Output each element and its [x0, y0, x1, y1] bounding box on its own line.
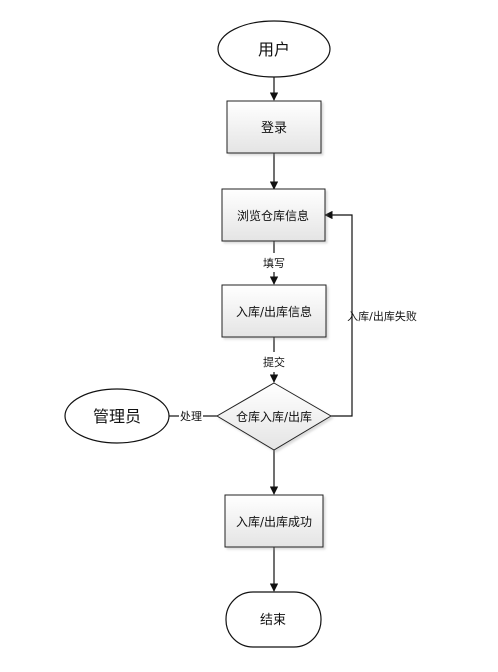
- node-inout-info: 入库/出库信息: [221, 284, 327, 338]
- edge-labels: 填写 提交 处理 入库/出库失败: [180, 256, 417, 423]
- edge-label-fill: 填写: [263, 256, 285, 270]
- inout-info-label: 入库/出库信息: [236, 304, 312, 319]
- end-terminal: [225, 591, 322, 648]
- decision-diamond: [216, 382, 332, 451]
- browse-label: 浏览仓库信息: [237, 208, 309, 223]
- login-label: 登录: [261, 121, 287, 136]
- node-user: 用户: [217, 20, 331, 78]
- success-box: [224, 494, 324, 548]
- success-label: 入库/出库成功: [236, 514, 312, 529]
- node-login: 登录: [226, 100, 322, 154]
- connectors: [169, 77, 353, 592]
- admin-ellipse: [64, 388, 170, 444]
- admin-label: 管理员: [93, 407, 141, 426]
- node-success: 入库/出库成功: [224, 494, 324, 548]
- node-browse: 浏览仓库信息: [221, 188, 326, 242]
- user-label: 用户: [258, 40, 290, 59]
- inout-info-box: [221, 284, 327, 338]
- decision-label: 仓库入库/出库: [236, 409, 312, 424]
- edge-label-handle: 处理: [180, 410, 202, 423]
- node-admin: 管理员: [64, 388, 170, 444]
- login-box: [226, 100, 322, 154]
- edge-label-fail: 入库/出库失败: [347, 309, 417, 323]
- end-label: 结束: [260, 613, 286, 628]
- edge-label-submit: 提交: [263, 355, 285, 369]
- node-end: 结束: [225, 591, 322, 648]
- node-decision: 仓库入库/出库: [216, 382, 332, 451]
- browse-box: [221, 188, 326, 242]
- user-ellipse: [217, 20, 331, 78]
- edge-fail-loop: [324, 210, 353, 417]
